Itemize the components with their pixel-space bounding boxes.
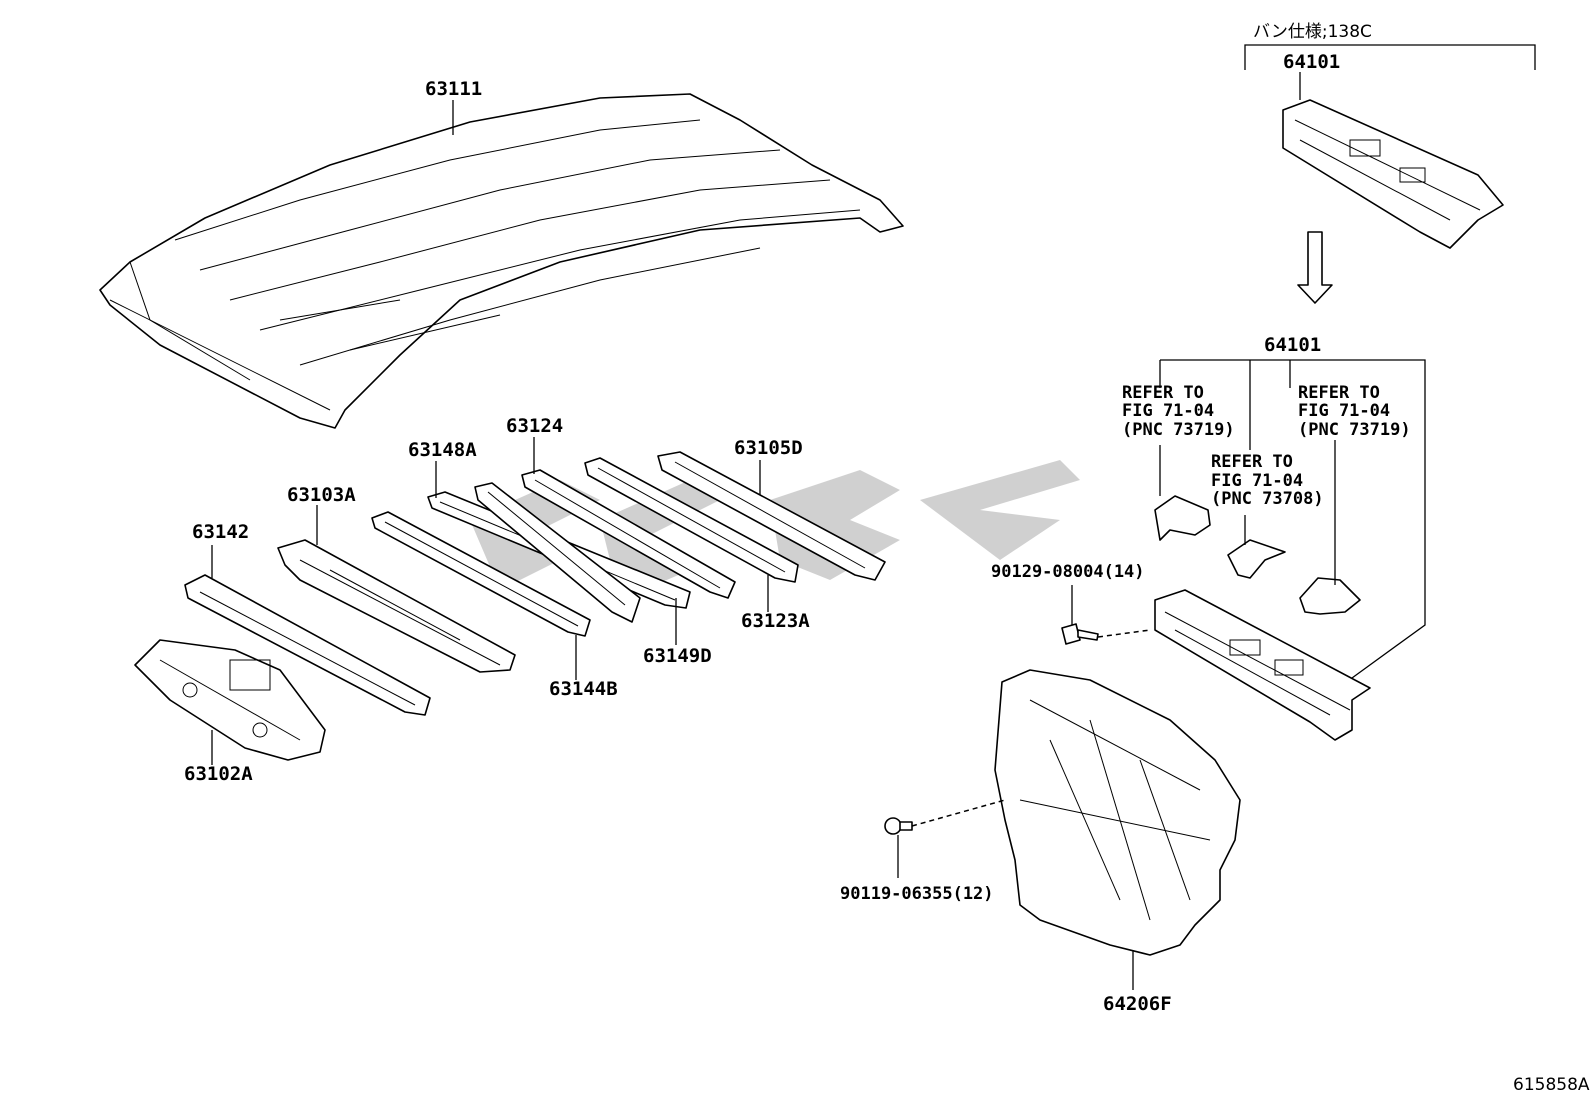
hinge-bracket-right-illustration (1299, 577, 1361, 615)
ref-left-line3: (PNC 73719) (1122, 420, 1235, 440)
roof-bow-63142-illustration (184, 574, 431, 716)
ref-right-line1: REFER TO (1298, 383, 1380, 403)
roof-bow-63144b-illustration (474, 482, 641, 623)
down-arrow-icon (1297, 231, 1333, 304)
ref-right-line3: (PNC 73719) (1298, 420, 1411, 440)
ref-mid-line2: FIG 71-04 (1211, 471, 1303, 491)
part-label-bolt: 90129-08004(14) (991, 562, 1145, 582)
roof-bow-63148a-illustration (371, 511, 591, 637)
clip-icon (884, 817, 913, 835)
part-label-roof-bow-g: 63149D (643, 645, 712, 667)
roof-panel-illustration (99, 93, 904, 429)
part-label-back-panel-lower: 64206F (1103, 993, 1172, 1015)
ref-mid-line1: REFER TO (1211, 452, 1293, 472)
ref-left-line2: FIG 71-04 (1122, 401, 1214, 421)
part-label-roof-bow-e: 63105D (734, 437, 803, 459)
part-label-front-header: 63102A (184, 763, 253, 785)
part-label-back-panel-variant: 64101 (1283, 51, 1340, 73)
back-panel-lower-illustration (994, 669, 1241, 956)
part-label-roof-bow-b: 63103A (287, 484, 356, 506)
part-label-roof-bow-c: 63148A (408, 439, 477, 461)
back-panel-illustration (1154, 589, 1371, 741)
hinge-bracket-left-illustration (1154, 495, 1211, 541)
ref-left-line1: REFER TO (1122, 383, 1204, 403)
variant-note-label: バン仕様;138C (1253, 22, 1372, 42)
part-label-roof-bow-h: 63123A (741, 610, 810, 632)
bolt-icon (1061, 623, 1099, 645)
part-label-roof-bow-d: 63124 (506, 415, 563, 437)
part-label-roof-bow-a: 63142 (192, 521, 249, 543)
part-label-roof-panel: 63111 (425, 78, 482, 100)
part-label-back-panel: 64101 (1264, 334, 1321, 356)
roof-bow-63103a-illustration (277, 539, 516, 673)
part-label-clip: 90119-06355(12) (840, 884, 994, 904)
hinge-bracket-mid-illustration (1227, 539, 1286, 579)
footer-code: 615858A (1513, 1075, 1590, 1095)
roof-bow-63123a-illustration (584, 457, 799, 583)
part-label-roof-bow-f: 63144B (549, 678, 618, 700)
roof-bow-63149d-illustration (521, 469, 736, 599)
roof-bow-63105d-illustration (657, 451, 886, 581)
ref-mid-line3: (PNC 73708) (1211, 489, 1324, 509)
leader-lines (211, 44, 1536, 990)
ref-right-line2: FIG 71-04 (1298, 401, 1390, 421)
back-panel-variant-illustration (1282, 99, 1504, 249)
front-header-63102a-illustration (134, 639, 326, 761)
